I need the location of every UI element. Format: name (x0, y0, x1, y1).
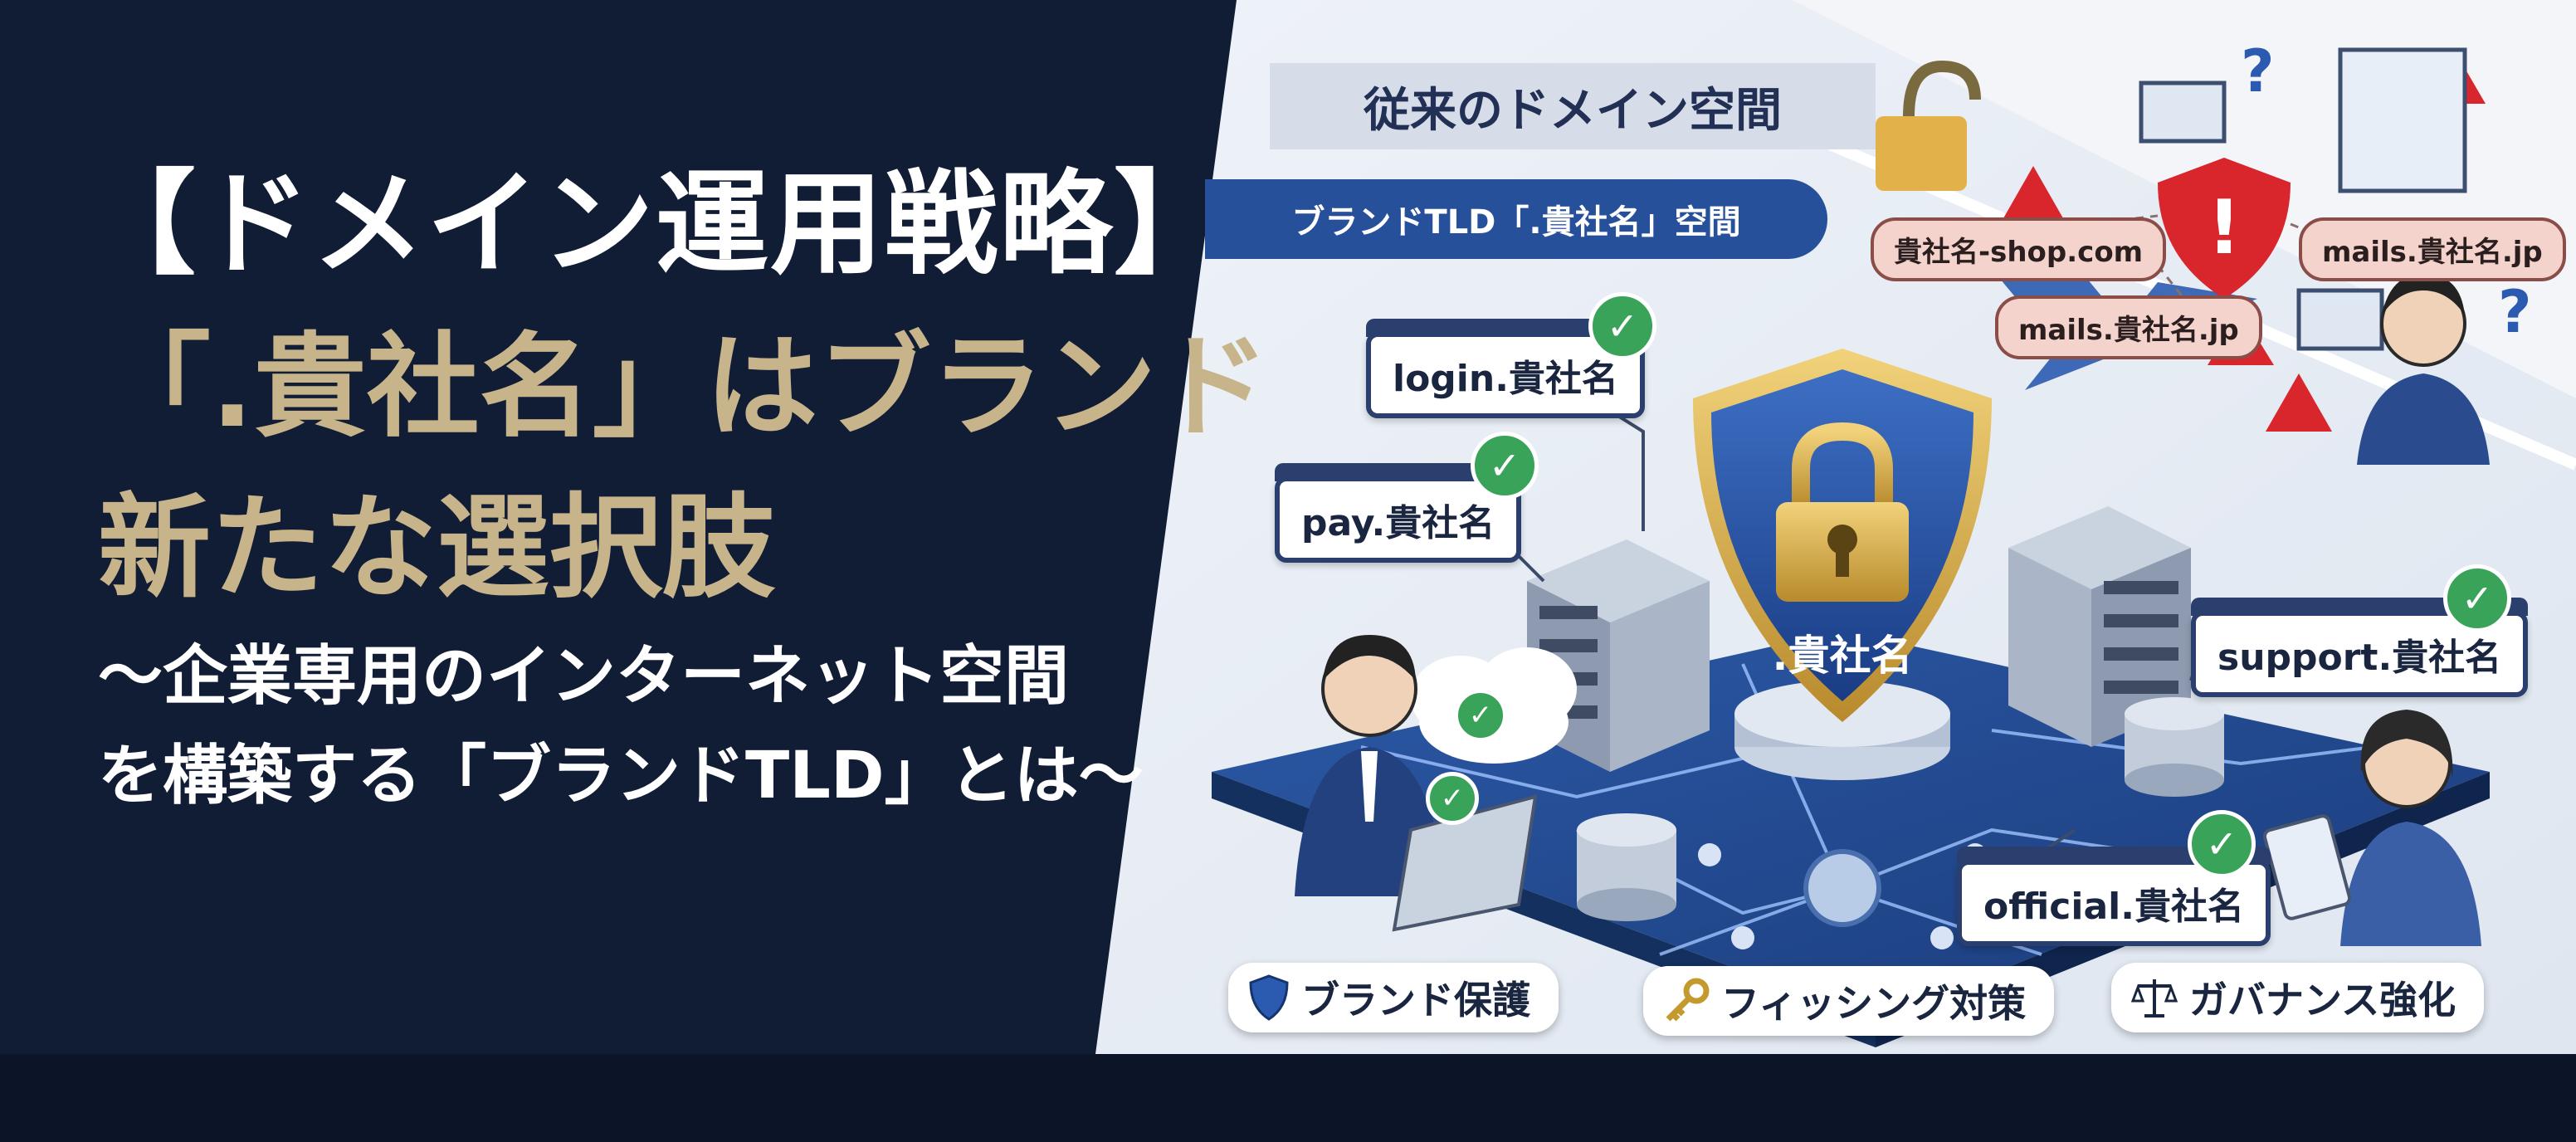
domain-label-pay: pay.貴社名 (1275, 463, 1522, 563)
check-icon: ✓ (1588, 292, 1656, 360)
server-rack-right (2008, 506, 2191, 747)
subtitle-line2: を構築する「ブランドTLD」とは～ (98, 739, 1144, 813)
broken-padlock-icon (1876, 60, 1981, 191)
svg-text:?: ? (2241, 37, 2275, 105)
shield-icon (1249, 974, 1289, 1021)
database-icon (1577, 697, 2224, 921)
phishing-domain-shop: 貴社名-shop.com (1871, 217, 2167, 281)
svg-text:?: ? (2498, 278, 2532, 346)
warning-shield-icon: ! (2158, 158, 2291, 299)
headline-line2: 「.貴社名」はブランド (98, 322, 1270, 453)
benefit-governance: ガバナンス強化 (2111, 963, 2485, 1032)
header-traditional-domain: 従来のドメイン空間 (1270, 63, 1876, 149)
window-bar (1366, 319, 1645, 337)
shield-check-icon: ✓ (1426, 772, 1479, 825)
shield-label: .貴社名 (1772, 632, 1913, 680)
headline-line1: 【ドメイン運用戦略】 (83, 159, 1228, 290)
tablet-icon (2262, 814, 2352, 920)
domain-text: support.貴社名 (2217, 637, 2502, 679)
footer-bar (0, 1054, 2576, 1142)
benefit-label: フィッシング対策 (1721, 981, 2027, 1026)
phishing-domain-mails-bottom: mails.貴社名.jp (1995, 295, 2262, 359)
phishing-domain-mails-right: mails.貴社名.jp (2299, 217, 2566, 281)
benefit-label: ブランド保護 (1301, 978, 1530, 1022)
worried-person-illustration (2357, 274, 2490, 465)
header-brand-tld: ブランドTLD「.貴社名」空間 (1205, 179, 1827, 259)
window-bar (1275, 463, 1522, 481)
domain-text: official.貴社名 (1983, 886, 2244, 928)
cloud-check-icon: ✓ (1454, 689, 1507, 742)
benefit-brand-protection: ブランド保護 (1228, 963, 1559, 1032)
subtitle-line1: ～企業専用のインターネット空間 (98, 639, 1070, 714)
domain-text: login.貴社名 (1393, 358, 1618, 400)
scale-icon (2131, 979, 2178, 1018)
domain-label-support: support.貴社名 (2191, 598, 2529, 697)
check-icon: ✓ (2443, 564, 2511, 632)
svg-text:!: ! (2207, 184, 2241, 271)
padlock-icon (1776, 422, 1909, 602)
laptop-icon (1392, 794, 1538, 932)
domain-text: pay.貴社名 (1301, 502, 1495, 544)
headline-line3: 新たな選択肢 (98, 483, 775, 614)
benefit-label: ガバナンス強化 (2189, 978, 2456, 1022)
check-icon: ✓ (1471, 432, 1539, 500)
key-icon (1666, 978, 1710, 1022)
benefit-phishing-countermeasure: フィッシング対策 (1643, 966, 2055, 1036)
check-icon: ✓ (2188, 810, 2256, 878)
businesswoman-illustration (2340, 710, 2481, 946)
